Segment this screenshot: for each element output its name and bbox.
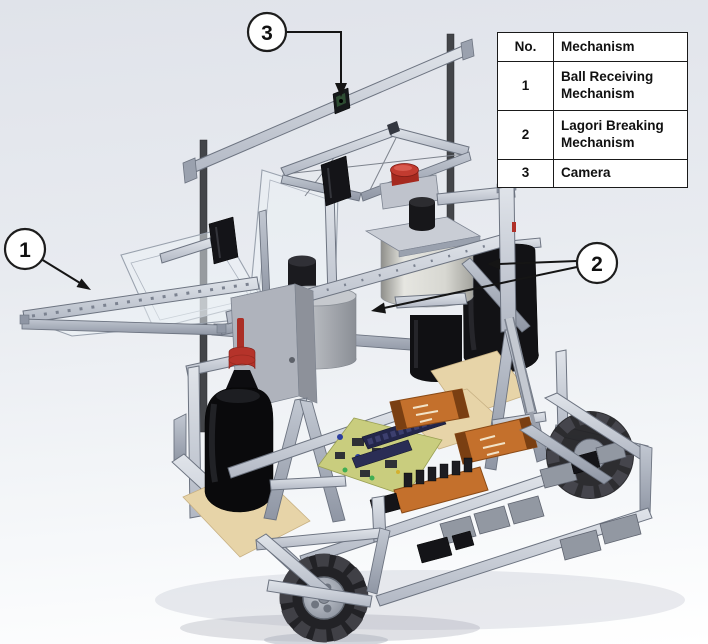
table-row: 3 Camera bbox=[498, 159, 687, 187]
chassis-base bbox=[171, 316, 649, 577]
front-bumper-frame bbox=[255, 495, 391, 608]
callout-1-balloon bbox=[3, 227, 47, 271]
callout-1: 1 bbox=[3, 227, 91, 290]
callout-3-balloon bbox=[246, 11, 288, 53]
callout-2-number: 2 bbox=[591, 253, 603, 276]
mechanism-table: No. Mechanism 1 Ball Receiving Mechanism… bbox=[497, 32, 688, 188]
upper-frame bbox=[280, 121, 472, 210]
row-2-no: 2 bbox=[498, 111, 554, 159]
right-wheel-frame bbox=[375, 392, 653, 607]
callout-2-balloon bbox=[575, 241, 619, 285]
header-no: No. bbox=[498, 33, 554, 61]
ground-shadow bbox=[155, 570, 685, 642]
table-row: 2 Lagori Breaking Mechanism bbox=[498, 110, 687, 159]
table-header-row: No. Mechanism bbox=[498, 33, 687, 61]
camera-body bbox=[332, 87, 351, 115]
drum-motor bbox=[409, 197, 435, 231]
servo-motor bbox=[320, 155, 352, 207]
ball-receiving-tray bbox=[19, 216, 453, 354]
row-3-mechanism: Camera bbox=[561, 165, 611, 181]
row-1-mechanism: Ball Receiving Mechanism bbox=[561, 69, 654, 101]
air-bottle-left bbox=[204, 318, 274, 513]
battery-pack-1 bbox=[389, 388, 470, 431]
callout-3-number: 3 bbox=[261, 22, 273, 45]
table-row: 1 Ball Receiving Mechanism bbox=[498, 61, 687, 110]
row-3-no: 3 bbox=[498, 160, 554, 187]
valve-manifold bbox=[369, 457, 489, 517]
right-gantry-post bbox=[498, 185, 517, 333]
callout-2: 2 bbox=[371, 241, 619, 314]
mast-rod-right bbox=[446, 33, 455, 237]
callout-1-number: 1 bbox=[19, 239, 31, 262]
servo-motor-left bbox=[208, 216, 239, 265]
callout-3: 3 bbox=[246, 11, 347, 97]
pneumatic-valves bbox=[416, 495, 545, 564]
header-mechanism: Mechanism bbox=[561, 38, 635, 54]
row-1-no: 1 bbox=[498, 62, 554, 110]
row-2-mechanism: Lagori Breaking Mechanism bbox=[561, 118, 664, 150]
